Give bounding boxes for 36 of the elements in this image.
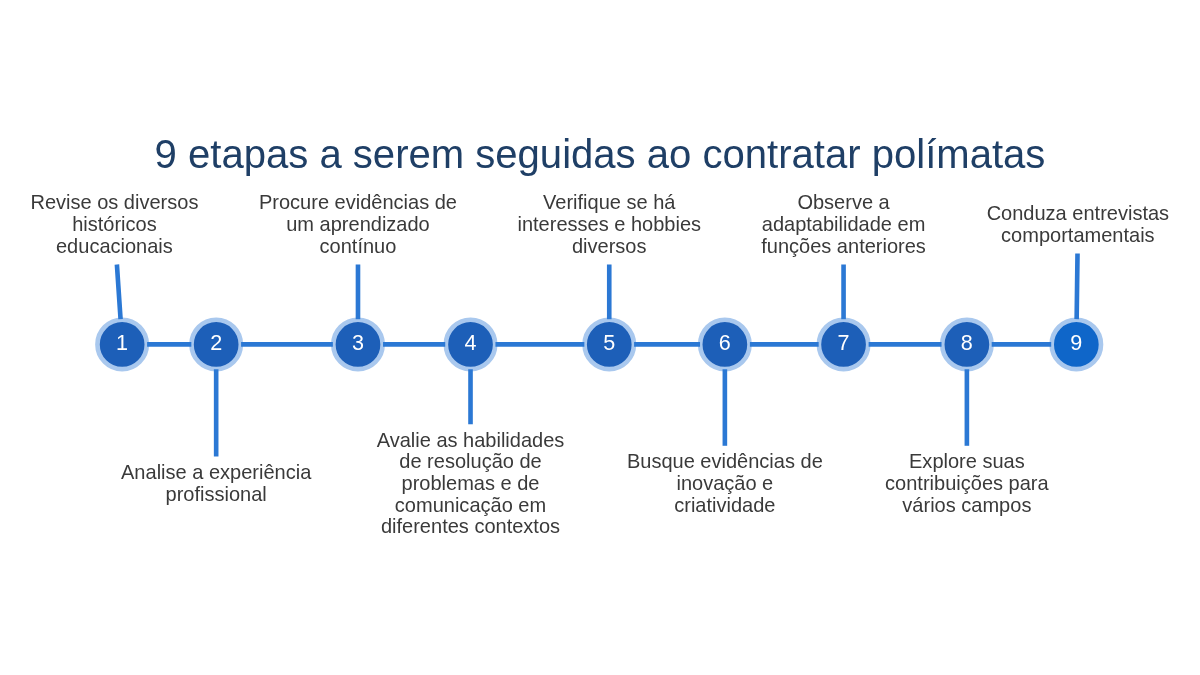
node-circle: 5 — [582, 317, 637, 372]
connector — [383, 342, 446, 347]
node-text: Observe a adaptabilidade em funções anteriores — [761, 191, 926, 257]
node-circle: 8 — [939, 317, 994, 372]
node-circle: 4 — [443, 317, 498, 372]
node-text: Busque evidências de inovação e criatividade — [626, 450, 823, 516]
node-circle: 6 — [697, 317, 752, 372]
connector — [841, 264, 846, 320]
connector — [495, 342, 585, 347]
connector — [991, 342, 1052, 347]
connector — [241, 342, 333, 347]
node-text: Procure evidências de um aprendizado contínuo — [258, 191, 458, 257]
connector — [964, 369, 970, 446]
connector — [749, 342, 819, 347]
node-text: Explore suas contribuições para vários campos — [885, 450, 1049, 516]
node-circle: 3 — [331, 317, 385, 372]
connector — [722, 369, 728, 446]
connector — [147, 342, 192, 347]
node-circle: 1 — [95, 317, 150, 372]
connector — [868, 342, 942, 347]
connector — [213, 369, 219, 457]
node-text: Verifique se há interesses e hobbies diversos — [517, 191, 702, 257]
diagram-title: 9 etapas a serem seguidas ao contratar polímatas — [154, 132, 1046, 177]
connector — [1074, 253, 1080, 320]
node-circle: 7 — [816, 317, 871, 372]
connector — [114, 264, 123, 320]
connector — [355, 264, 361, 320]
connector — [468, 369, 473, 425]
node-text: Analise a experiência profissional — [121, 461, 312, 505]
node-text: Revise os diversos históricos educacionais — [30, 191, 199, 257]
node-text: Conduza entrevistas comportamentais — [986, 202, 1170, 246]
node-text: Avalie as habilidades de resolução de problemas e de comunicação em diferentes contextos — [376, 428, 565, 538]
node-circle: 9 — [1049, 317, 1104, 372]
connector — [606, 264, 612, 320]
connector — [634, 342, 701, 347]
node-circle: 2 — [189, 317, 244, 372]
